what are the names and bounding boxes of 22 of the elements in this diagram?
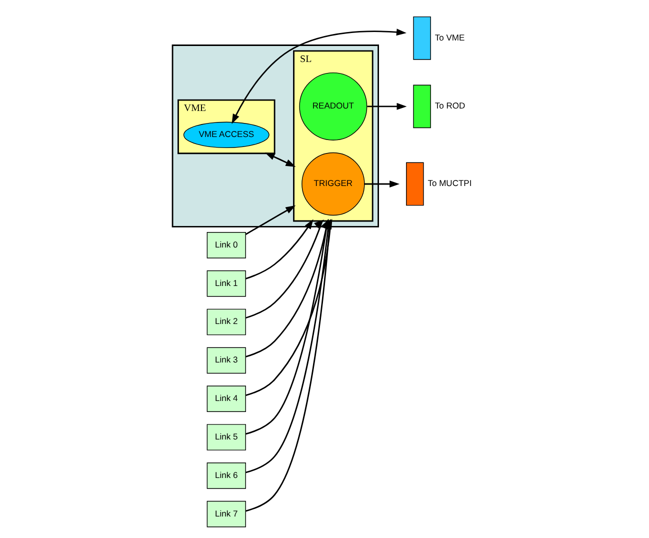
node-label: To MUCTPI — [428, 178, 472, 188]
node-box: Link 6 — [206, 462, 246, 489]
node-label: To VME — [434, 32, 465, 42]
arrow — [246, 219, 314, 280]
node-box: Link 4 — [206, 386, 246, 412]
node-circle: TRIGGER — [302, 152, 365, 216]
node-box: Link 5 — [206, 424, 246, 450]
arrow — [367, 102, 407, 110]
node-box: Link 7 — [206, 500, 246, 528]
node-box: Link 2 — [206, 308, 246, 336]
node-label: To ROD — [434, 100, 466, 111]
arrow — [232, 28, 406, 124]
node-box: Link 3 — [206, 347, 246, 374]
node-box: Link 1 — [206, 270, 246, 297]
arrow — [364, 180, 400, 188]
cluster — [172, 44, 379, 228]
arrow — [246, 220, 324, 319]
arrow — [245, 205, 296, 235]
node-box: Link 0 — [206, 232, 246, 258]
arrow — [264, 152, 296, 167]
node-circle: READOUT — [299, 72, 368, 140]
node-ellipse: VME ACCESS — [183, 122, 270, 148]
